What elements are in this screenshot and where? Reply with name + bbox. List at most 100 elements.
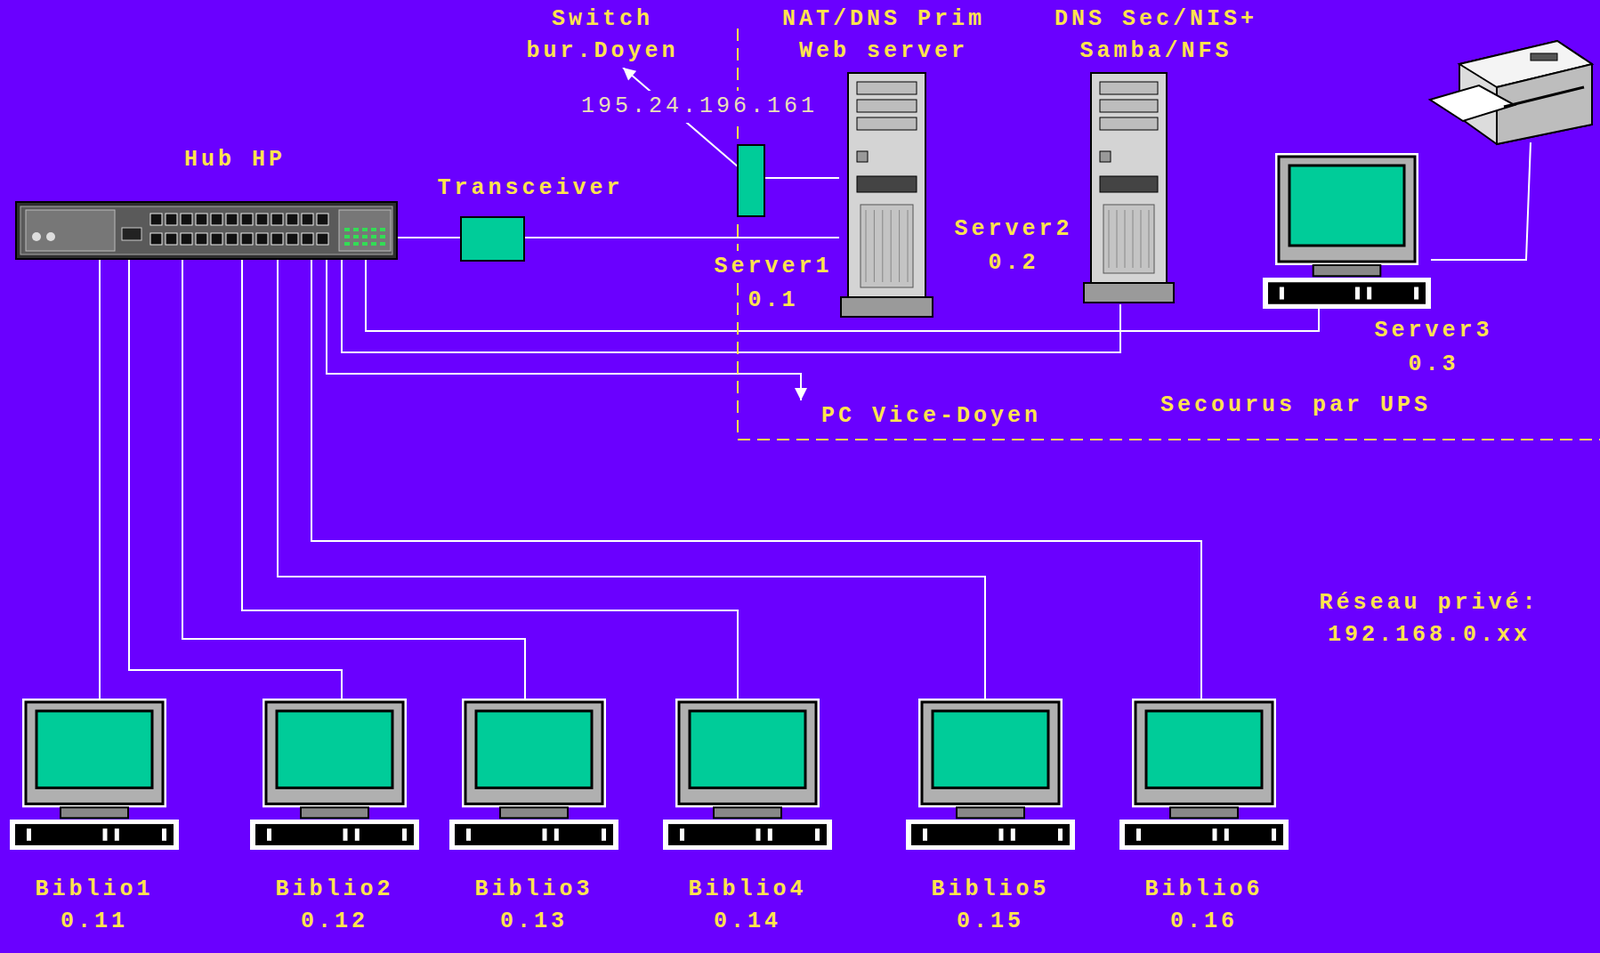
monitor-stand [1313, 265, 1382, 276]
status-led [353, 242, 359, 246]
monitor-stand [500, 807, 568, 818]
monitor-bezel [1278, 156, 1415, 262]
vent-line [873, 210, 875, 283]
hub-port [226, 213, 238, 226]
drive-bay [856, 117, 917, 130]
monitor-bezel [266, 702, 404, 804]
printer-side [1496, 64, 1592, 145]
hub-panel [20, 206, 393, 255]
keyboard-frame [449, 819, 619, 850]
status-led [353, 234, 359, 239]
node-label: Biblio2 [273, 873, 396, 906]
workstation: Biblio30.13 [449, 698, 619, 850]
hub-port [195, 233, 208, 245]
hub-port [165, 233, 178, 245]
status-led [344, 227, 350, 232]
node-label: Transceiver [435, 172, 625, 205]
workstation: Biblio60.16 [1119, 698, 1289, 850]
keyboard-key [767, 828, 773, 841]
keyboard-key [1355, 287, 1360, 300]
node-label: 0.2 [986, 247, 1042, 280]
hub-port [271, 213, 283, 226]
keyboard [1124, 824, 1284, 846]
network-cable [365, 259, 1319, 332]
vent-line [1140, 210, 1142, 268]
hub-port [316, 233, 329, 245]
tower-body [1090, 72, 1167, 283]
keyboard-key [103, 828, 108, 841]
monitor-shadow [461, 698, 607, 808]
button-panel [856, 176, 917, 193]
keyboard-key [355, 828, 360, 841]
status-led [344, 234, 350, 239]
node-label: 0.3 [1406, 348, 1461, 381]
hub-port [180, 213, 193, 226]
hub-port [286, 233, 299, 245]
node-label: Server3 [1372, 315, 1495, 348]
hub-case [16, 202, 397, 259]
vent-line [1108, 210, 1110, 268]
keyboard-key [161, 828, 167, 841]
node-label: PC Vice-Doyen [819, 400, 1043, 433]
node-label: 0.15 [954, 905, 1027, 938]
keyboard-key [756, 828, 761, 841]
node-label: Biblio6 [1142, 873, 1265, 906]
monitor-stand [1170, 807, 1238, 818]
node-label: 0.13 [498, 905, 570, 938]
tower-body [848, 72, 926, 298]
keyboard [668, 824, 827, 846]
hub-port [150, 233, 162, 245]
keyboard-key [1224, 828, 1229, 841]
keyboard-key [679, 828, 685, 841]
status-led [362, 242, 368, 246]
monitor-shadow [675, 698, 820, 808]
keyboard-frame [9, 819, 179, 850]
monitor-bezel [678, 702, 817, 804]
keyboard-key [1279, 287, 1285, 300]
switch-label: Switch bur.Doyen [521, 3, 685, 68]
server-tower: DNS Sec/NIS+ Samba/NFSServer20.2 [1082, 71, 1176, 305]
keyboard-key [402, 828, 407, 841]
keyboard-key [601, 828, 607, 841]
transceiver-shape [460, 217, 525, 261]
hub-port [301, 213, 314, 226]
keyboard [255, 824, 414, 846]
workstation: Biblio40.14 [662, 698, 833, 850]
network-cable [129, 259, 342, 699]
node-label: 0.12 [298, 905, 371, 938]
ups-boundary [737, 438, 1600, 441]
keyboard [15, 824, 174, 846]
hub-port [210, 233, 223, 245]
vent-line [1148, 210, 1150, 268]
hub-port [180, 233, 193, 245]
device-icon [662, 698, 833, 850]
workstation: Biblio20.12 [250, 698, 420, 850]
drive-bay [856, 99, 917, 113]
tower-foot [840, 297, 933, 317]
node-label: 0.1 [746, 284, 801, 317]
node-label: Switch bur.Doyen [521, 3, 685, 68]
network-cable [311, 259, 1202, 699]
node-label: Hub HP [182, 144, 288, 177]
vent-line [907, 210, 909, 283]
keyboard-key [26, 828, 32, 841]
node-label: Server1 [711, 250, 834, 283]
monitor-stand [713, 807, 782, 818]
power-led [856, 151, 868, 162]
drive-bay [1099, 81, 1158, 95]
keyboard-frame [1119, 819, 1289, 850]
tower-foot [1083, 282, 1174, 303]
device-icon [9, 698, 179, 850]
network-cable [182, 259, 526, 699]
monitor-bezel [465, 702, 603, 804]
monitor-stand [956, 807, 1025, 818]
monitor-screen [1289, 165, 1405, 246]
keyboard-key [466, 828, 471, 841]
status-led [371, 234, 377, 239]
node-label: Biblio5 [929, 873, 1051, 906]
monitor-screen [36, 711, 153, 788]
vent-line [865, 210, 867, 283]
hub-port [226, 233, 238, 245]
device-icon [250, 698, 420, 850]
drive-bay [856, 81, 917, 95]
